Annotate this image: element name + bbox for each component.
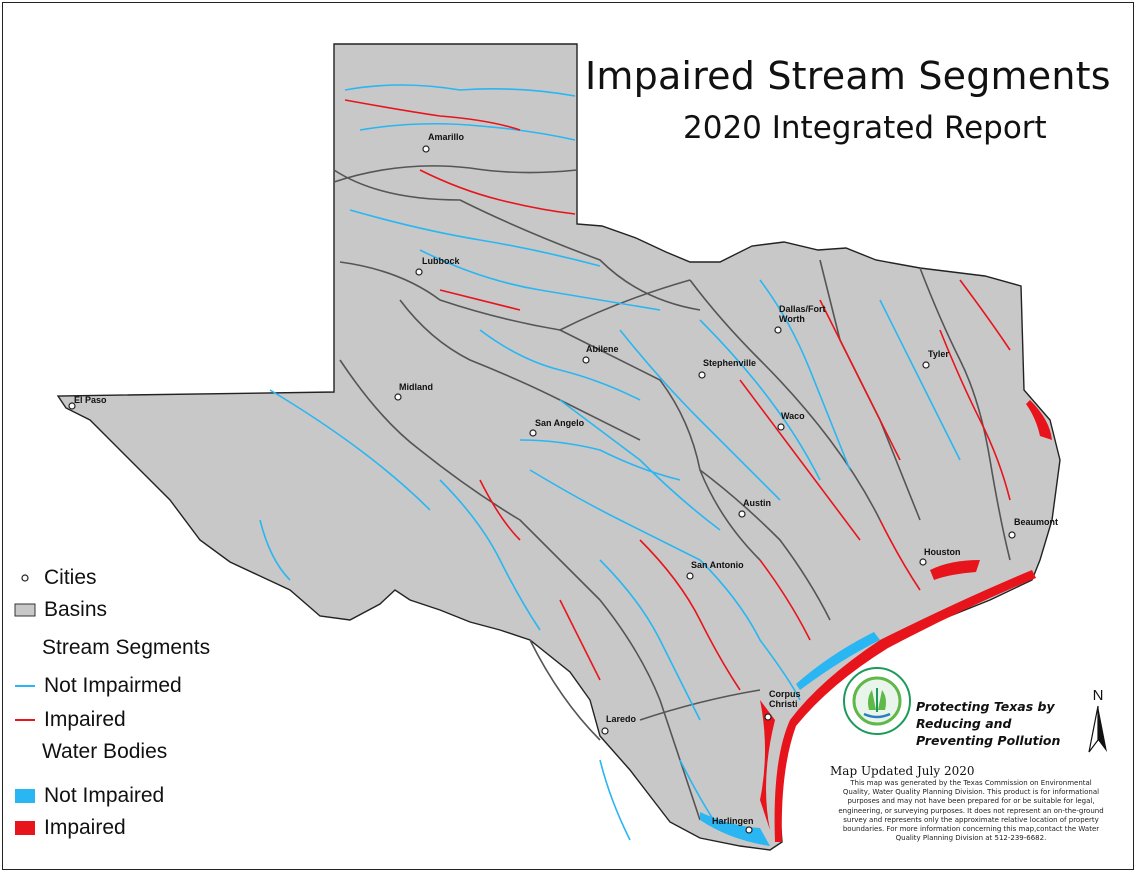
city-label: Christi	[769, 699, 798, 709]
legend-water-impaired: Impaired	[14, 816, 126, 840]
disclaimer-line: survey and represents only the approxima…	[843, 815, 1099, 824]
city-dot-icon	[774, 326, 782, 334]
city-label: Harlingen	[712, 816, 754, 826]
legend-stream-heading: Stream Segments	[42, 636, 211, 659]
city-label: Abilene	[586, 344, 619, 354]
map-title: Impaired Stream Segments	[585, 54, 1111, 98]
texas-outline	[56, 43, 1061, 851]
basin-borders	[333, 165, 1011, 821]
map-updated: Map Updated July 2020	[830, 764, 975, 778]
legend-stream-not-impaired: Not Impairmed	[14, 674, 182, 698]
legend-basins-label: Basins	[44, 598, 108, 621]
city-dot-icon	[922, 361, 930, 369]
map-subtitle: 2020 Integrated Report	[683, 110, 1047, 146]
slogan-line: Preventing Pollution	[916, 733, 1061, 748]
city-label: San Angelo	[535, 418, 585, 428]
city-point-icon	[21, 574, 29, 582]
city-dot-icon	[738, 510, 746, 518]
red-line-icon	[15, 719, 35, 721]
north-label: N	[1093, 687, 1104, 704]
city-marker: Harlingen	[712, 816, 754, 834]
city-marker: Tyler	[922, 349, 949, 369]
city-marker: Stephenville	[698, 358, 756, 379]
legend-stream-impaired-label: Impaired	[44, 708, 126, 731]
city-dot-icon	[745, 826, 753, 834]
city-marker: Amarillo	[422, 132, 465, 153]
city-label: Stephenville	[703, 358, 756, 368]
legend-cities-label: Cities	[44, 566, 97, 589]
city-dot-icon	[764, 713, 772, 721]
city-marker: Austin	[738, 498, 771, 518]
city-marker: Waco	[777, 411, 805, 431]
disclaimer-line: Quality Planning Division at 512-239-668…	[895, 834, 1047, 843]
city-label: Corpus	[769, 689, 801, 699]
city-dot-icon	[68, 402, 76, 410]
city-dot-icon	[1008, 531, 1016, 539]
city-label: Amarillo	[428, 132, 465, 142]
slogan-line: Protecting Texas by	[916, 699, 1055, 714]
red-fill-icon	[15, 821, 35, 835]
blue-fill-icon	[15, 789, 35, 803]
city-dot-icon	[415, 268, 423, 276]
legend-cities: Cities	[14, 566, 97, 590]
city-label: Laredo	[606, 714, 637, 724]
city-label: Tyler	[928, 349, 949, 359]
disclaimer-line: Quality, Water Quality Planning Division…	[842, 788, 1100, 797]
city-dot-icon	[686, 572, 694, 580]
city-label: Austin	[743, 498, 771, 508]
city-label: Midland	[399, 382, 433, 392]
city-dot-icon	[919, 558, 927, 566]
city-marker: San Antonio	[686, 560, 744, 580]
tceq-logo	[843, 667, 911, 735]
legend-water-heading: Water Bodies	[42, 740, 168, 763]
city-marker: Lubbock	[415, 256, 460, 276]
city-marker: El Paso	[68, 395, 107, 410]
city-dot-icon	[698, 371, 706, 379]
city-dot-icon	[422, 145, 430, 153]
legend-water-not-impaired-label: Not Impaired	[44, 784, 165, 807]
city-marker: Laredo	[601, 714, 637, 735]
city-marker: Beaumont	[1008, 517, 1058, 539]
city-marker: Midland	[394, 382, 433, 401]
disclaimer-line: This map was generated by the Texas Comm…	[850, 779, 1092, 787]
coastal-water	[700, 400, 1052, 846]
city-label: El Paso	[74, 395, 107, 405]
city-marker: San Angelo	[529, 418, 585, 437]
city-marker: Houston	[919, 547, 961, 566]
city-label: Lubbock	[422, 256, 460, 266]
legend-stream-impaired: Impaired	[14, 708, 126, 732]
slogan: Protecting Texas by Reducing and Prevent…	[916, 698, 1060, 749]
city-label: Dallas/Fort	[779, 304, 826, 314]
slogan-line: Reducing and	[916, 716, 1012, 731]
streams-not-impaired	[259, 84, 961, 841]
blue-line-icon	[15, 685, 35, 687]
legend-water-impaired-label: Impaired	[44, 816, 126, 839]
north-arrow-icon: N	[1088, 687, 1107, 753]
disclaimer-line: purposes and may not have been prepared …	[847, 797, 1095, 806]
legend-water-not-impaired: Not Impaired	[14, 784, 164, 808]
disclaimer-line: engineering, or surveying purposes. It d…	[838, 806, 1104, 815]
legend-stream-not-impaired-label: Not Impairmed	[44, 674, 182, 697]
city-label: Waco	[781, 411, 805, 421]
legend-basins: Basins	[14, 598, 107, 622]
city-dot-icon	[601, 727, 609, 735]
disclaimer-line: boundaries. For more information concern…	[842, 825, 1100, 834]
city-label: San Antonio	[691, 560, 744, 570]
city-marker: Abilene	[582, 344, 619, 364]
city-dot-icon	[529, 429, 537, 437]
city-label: Beaumont	[1014, 517, 1058, 527]
city-label: Houston	[924, 547, 961, 557]
city-dot-icon	[582, 356, 590, 364]
streams-impaired	[344, 99, 1011, 691]
city-dot-icon	[394, 393, 402, 401]
city-label: Worth	[779, 314, 805, 324]
city-dot-icon	[777, 423, 785, 431]
disclaimer: This map was generated by the Texas Comm…	[808, 779, 1134, 843]
basin-swatch-icon	[14, 603, 36, 617]
